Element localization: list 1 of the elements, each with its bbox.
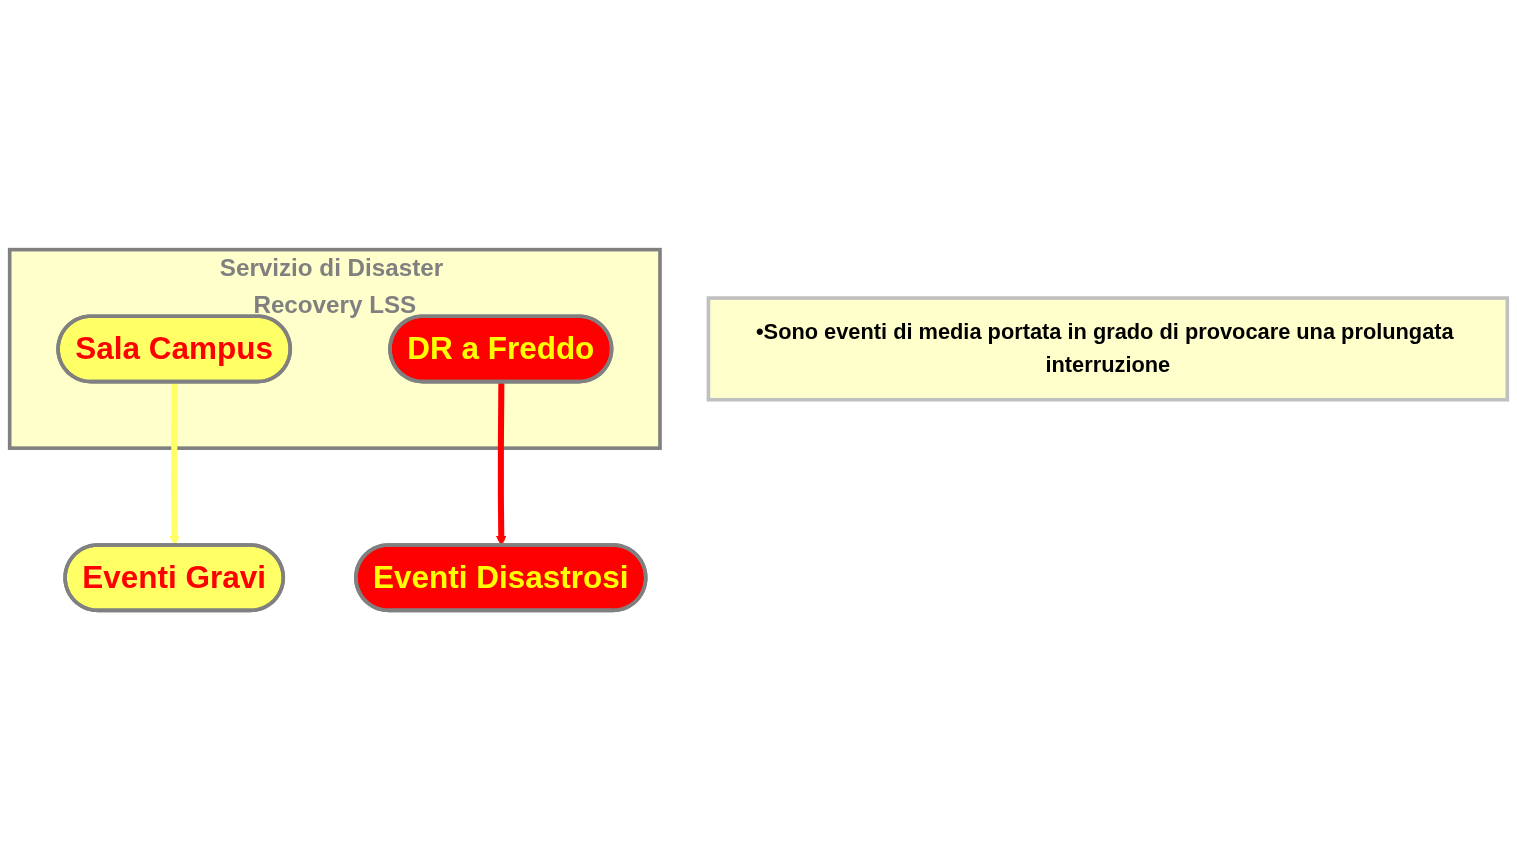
node-box: •Sono eventi di media portata in grado di provocare una prolungata interruzione: [706, 296, 1510, 402]
